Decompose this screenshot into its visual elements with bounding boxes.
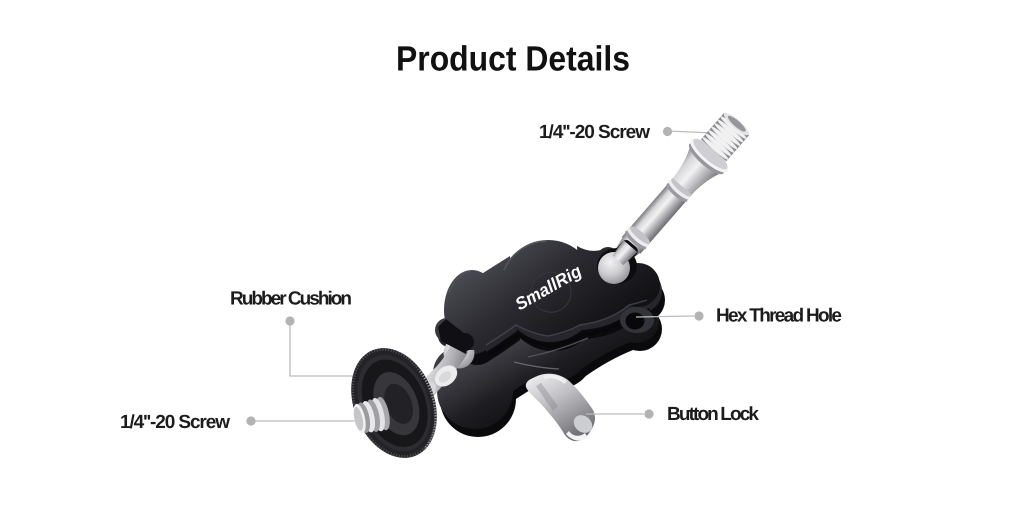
svg-text:Rubber Cushion: Rubber Cushion [230, 289, 352, 310]
svg-text:1/4''-20 Screw: 1/4''-20 Screw [539, 122, 650, 143]
svg-text:1/4''-20 Screw: 1/4''-20 Screw [120, 412, 230, 433]
svg-text:Product Details: Product Details [396, 40, 630, 79]
svg-text:Hex Thread Hole: Hex Thread Hole [716, 306, 842, 327]
svg-text:Button Lock: Button Lock [667, 404, 759, 425]
